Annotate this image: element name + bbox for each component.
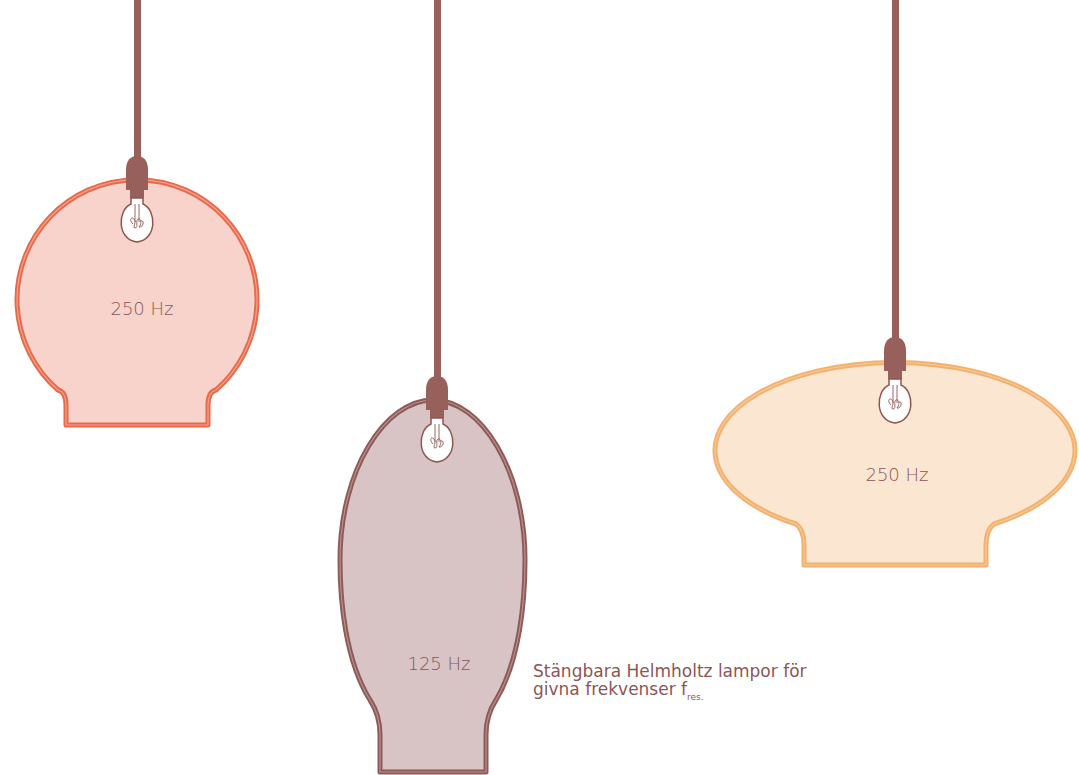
socket <box>884 337 906 379</box>
bulb <box>121 198 153 242</box>
frequency-label: 250 Hz <box>110 298 173 319</box>
frequency-label: 125 Hz <box>407 653 470 674</box>
subscript-label: res. <box>687 692 704 702</box>
cord <box>434 0 441 385</box>
socket <box>126 156 148 198</box>
bulb <box>879 379 911 423</box>
cord <box>892 0 899 345</box>
lamp-shade: 125 Hz <box>336 396 529 774</box>
caption-box: Stängbara Helmholtz lampor för givna fre… <box>533 662 833 706</box>
frequency-label: 250 Hz <box>865 464 928 485</box>
shade-outline <box>15 178 262 428</box>
socket <box>426 376 448 418</box>
caption: Stängbara Helmholtz lampor för givna fre… <box>533 661 807 699</box>
lamp-shade: 250 Hz <box>15 178 262 428</box>
cord <box>134 0 141 165</box>
shade-outline <box>336 396 529 774</box>
shade-outline <box>714 358 1079 569</box>
bulb <box>421 418 453 462</box>
lamp-shade: 250 Hz <box>714 358 1079 569</box>
